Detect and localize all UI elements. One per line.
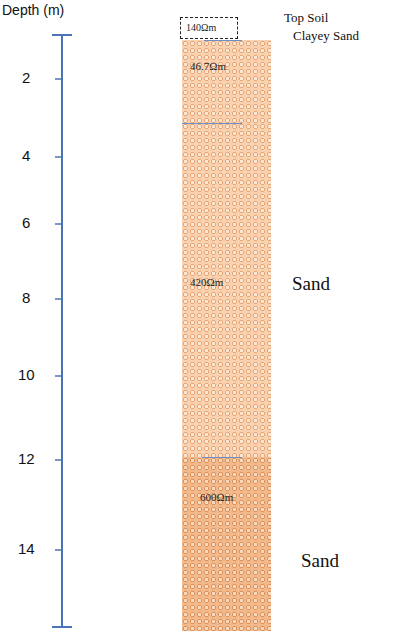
soil-layer: 600ΩmSand [182,457,271,631]
depth-tick-label: 10 [18,366,35,383]
resistivity-value: 46.7Ωm [190,60,226,72]
depth-tick-label: 12 [18,450,35,467]
layer-name: Sand [292,273,330,295]
depth-tick-label: 2 [22,69,30,86]
axis-cap [52,34,72,36]
depth-tick-label: 6 [22,214,30,231]
axis-cap [52,626,72,628]
resistivity-value: 140Ωm [186,22,216,33]
layer-name: Clayey Sand [293,28,359,44]
soil-layer: 420ΩmSand [182,123,271,457]
depth-tick-label: 14 [18,540,35,557]
top-soil-layer: 140ΩmTop Soil [180,17,238,39]
resistivity-value: 600Ωm [200,491,233,503]
axis-title: Depth (m) [2,2,64,18]
resistivity-value: 420Ωm [190,276,223,288]
soil-layer: 46.7ΩmClayey Sand [182,40,271,123]
layer-name: Sand [301,550,339,572]
depth-tick-label: 8 [22,289,30,306]
axis-ticks [55,79,62,550]
depth-tick-label: 4 [22,147,30,164]
layer-boundary [204,40,242,41]
layer-boundary [182,123,242,124]
layer-boundary [202,457,242,458]
axis-line [61,35,63,627]
layer-name: Top Soil [284,10,328,26]
